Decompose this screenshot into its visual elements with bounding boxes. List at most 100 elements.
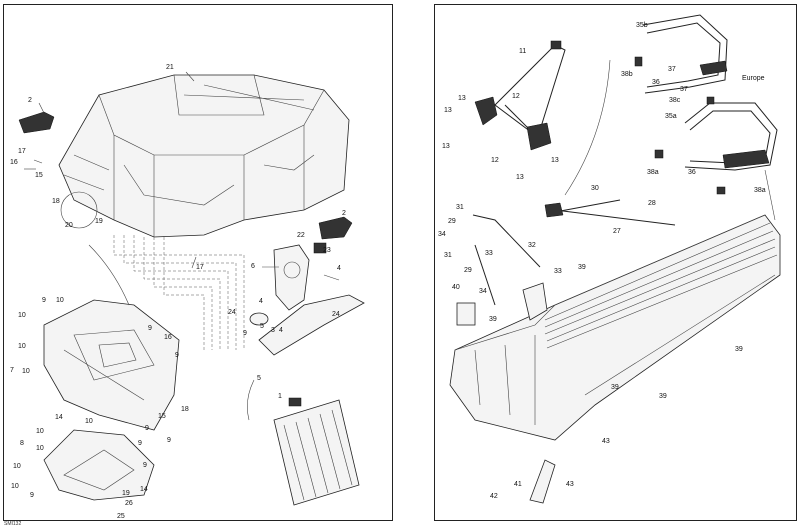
right-callout-label-10: 36 (688, 169, 696, 176)
right-callout-label-31: 34 (479, 288, 487, 295)
right-callout-label-13: 12 (512, 93, 520, 100)
left-callout-label-46: 9 (167, 437, 171, 444)
right-callout-label-19: 30 (591, 185, 599, 192)
left-callout-label-22: 10 (18, 312, 26, 319)
right-callout-label-33: 39 (489, 316, 497, 323)
left-callout-label-33: 9 (145, 425, 149, 432)
left-callout-label-21: 10 (56, 297, 64, 304)
left-callout-label-4: 15 (35, 172, 43, 179)
radiator-part-1 (273, 397, 360, 506)
right-callout-label-1: 35b (636, 22, 648, 29)
left-callout-label-19: 24 (332, 311, 340, 318)
right-callout-label-12: 13 (458, 95, 466, 102)
left-callout-label-32: 10 (85, 418, 93, 425)
support-post-part-22 (273, 244, 310, 311)
left-callout-label-14: 4 (259, 298, 263, 305)
clip-part-38a (654, 149, 664, 159)
right-callout-label-8: 35a (665, 113, 677, 120)
clip-part-38c (706, 96, 715, 105)
bracket-part-34 (522, 282, 548, 321)
left-callout-label-8: 2 (342, 210, 346, 217)
base-bracket-part-8 (43, 429, 155, 501)
right-callout-label-26: 31 (444, 252, 452, 259)
right-callout-label-27: 29 (464, 267, 472, 274)
right-callout-label-39: 42 (490, 493, 498, 500)
left-callout-label-11: 23 (323, 247, 331, 254)
left-callout-label-15: 5 (260, 323, 264, 330)
left-callout-label-42: 19 (122, 490, 130, 497)
left-callout-label-17: 3 (271, 327, 275, 334)
bumper-part-35a (684, 102, 778, 171)
right-callout-label-24: 27 (613, 228, 621, 235)
left-callout-label-23: 9 (148, 325, 152, 332)
right-callout-label-28: 33 (554, 268, 562, 275)
right-callout-label-16: 12 (491, 157, 499, 164)
right-callout-label-37: 43 (602, 438, 610, 445)
right-callout-label-38: 41 (514, 481, 522, 488)
rail-part-41 (529, 459, 556, 504)
left-callout-label-12: 6 (251, 263, 255, 270)
left-callout-label-25: 7 (10, 367, 14, 374)
right-callout-label-14: 13 (444, 107, 452, 114)
left-callout-label-5: 18 (52, 198, 60, 205)
steering-bar-part-3 (258, 294, 365, 356)
clip-part-38b (634, 56, 643, 67)
left-callout-label-29: 15 (158, 413, 166, 420)
right-callout-label-11: 38a (754, 187, 766, 194)
right-callout-label-6: 37 (680, 86, 688, 93)
left-callout-label-0: 21 (166, 64, 174, 71)
left-callout-label-49: 9 (243, 330, 247, 337)
right-callout-label-22: 29 (448, 218, 456, 225)
left-callout-label-28: 9 (175, 352, 179, 359)
left-callout-label-24: 10 (18, 343, 26, 350)
right-callout-label-29: 33 (485, 250, 493, 257)
block-part-23 (313, 242, 327, 254)
clip-part-38a-second (716, 186, 726, 195)
right-callout-label-25: 32 (528, 242, 536, 249)
left-callout-label-7: 19 (95, 218, 103, 225)
reference-code: SMI132 (4, 521, 22, 527)
left-callout-label-48: 5 (257, 375, 261, 382)
left-callout-label-27: 16 (164, 334, 172, 341)
lower-frame-part-7 (43, 299, 180, 431)
right-diagram-panel (434, 4, 797, 521)
right-callout-label-5: Europe (742, 75, 765, 82)
left-diagram-panel (3, 4, 393, 521)
left-callout-label-44: 10 (11, 483, 19, 490)
bracket-part-2-right (318, 216, 353, 240)
left-callout-label-18: 4 (279, 327, 283, 334)
left-callout-label-9: 17 (196, 264, 204, 271)
left-diagram-drawing (18, 71, 365, 506)
left-callout-label-43: 26 (125, 500, 133, 507)
dashed-routing-lines (113, 235, 245, 350)
steering-rods (472, 199, 676, 306)
left-callout-label-41: 14 (140, 486, 148, 493)
right-callout-label-4: 36 (652, 79, 660, 86)
left-callout-label-10: 22 (297, 232, 305, 239)
left-callout-label-31: 14 (55, 414, 63, 421)
tunnel-heat-exchanger (449, 214, 781, 441)
right-callout-label-3: 38b (621, 71, 633, 78)
steering-brackets-part-12 (474, 96, 552, 151)
right-callout-label-17: 13 (551, 157, 559, 164)
steering-column-part-11 (494, 40, 566, 136)
left-callout-label-26: 10 (22, 368, 30, 375)
right-callout-label-20: 28 (648, 200, 656, 207)
left-callout-label-34: 10 (36, 428, 44, 435)
right-callout-label-30: 39 (578, 264, 586, 271)
right-callout-label-32: 40 (452, 284, 460, 291)
left-callout-label-2: 17 (18, 148, 26, 155)
right-callout-label-7: 38c (669, 97, 681, 104)
pointer-arrow-line-right (564, 59, 611, 196)
left-callout-label-30: 18 (181, 406, 189, 413)
left-callout-label-3: 16 (10, 159, 18, 166)
left-callout-label-45: 25 (117, 513, 125, 520)
right-callout-label-0: 11 (519, 48, 527, 55)
right-callout-label-40: 43 (566, 481, 574, 488)
right-callout-label-35: 39 (659, 393, 667, 400)
left-callout-label-39: 10 (13, 463, 21, 470)
left-callout-label-16: 24 (228, 309, 236, 316)
left-callout-label-13: 4 (337, 265, 341, 272)
left-callout-label-35: 9 (138, 440, 142, 447)
left-callout-label-6: 20 (65, 222, 73, 229)
